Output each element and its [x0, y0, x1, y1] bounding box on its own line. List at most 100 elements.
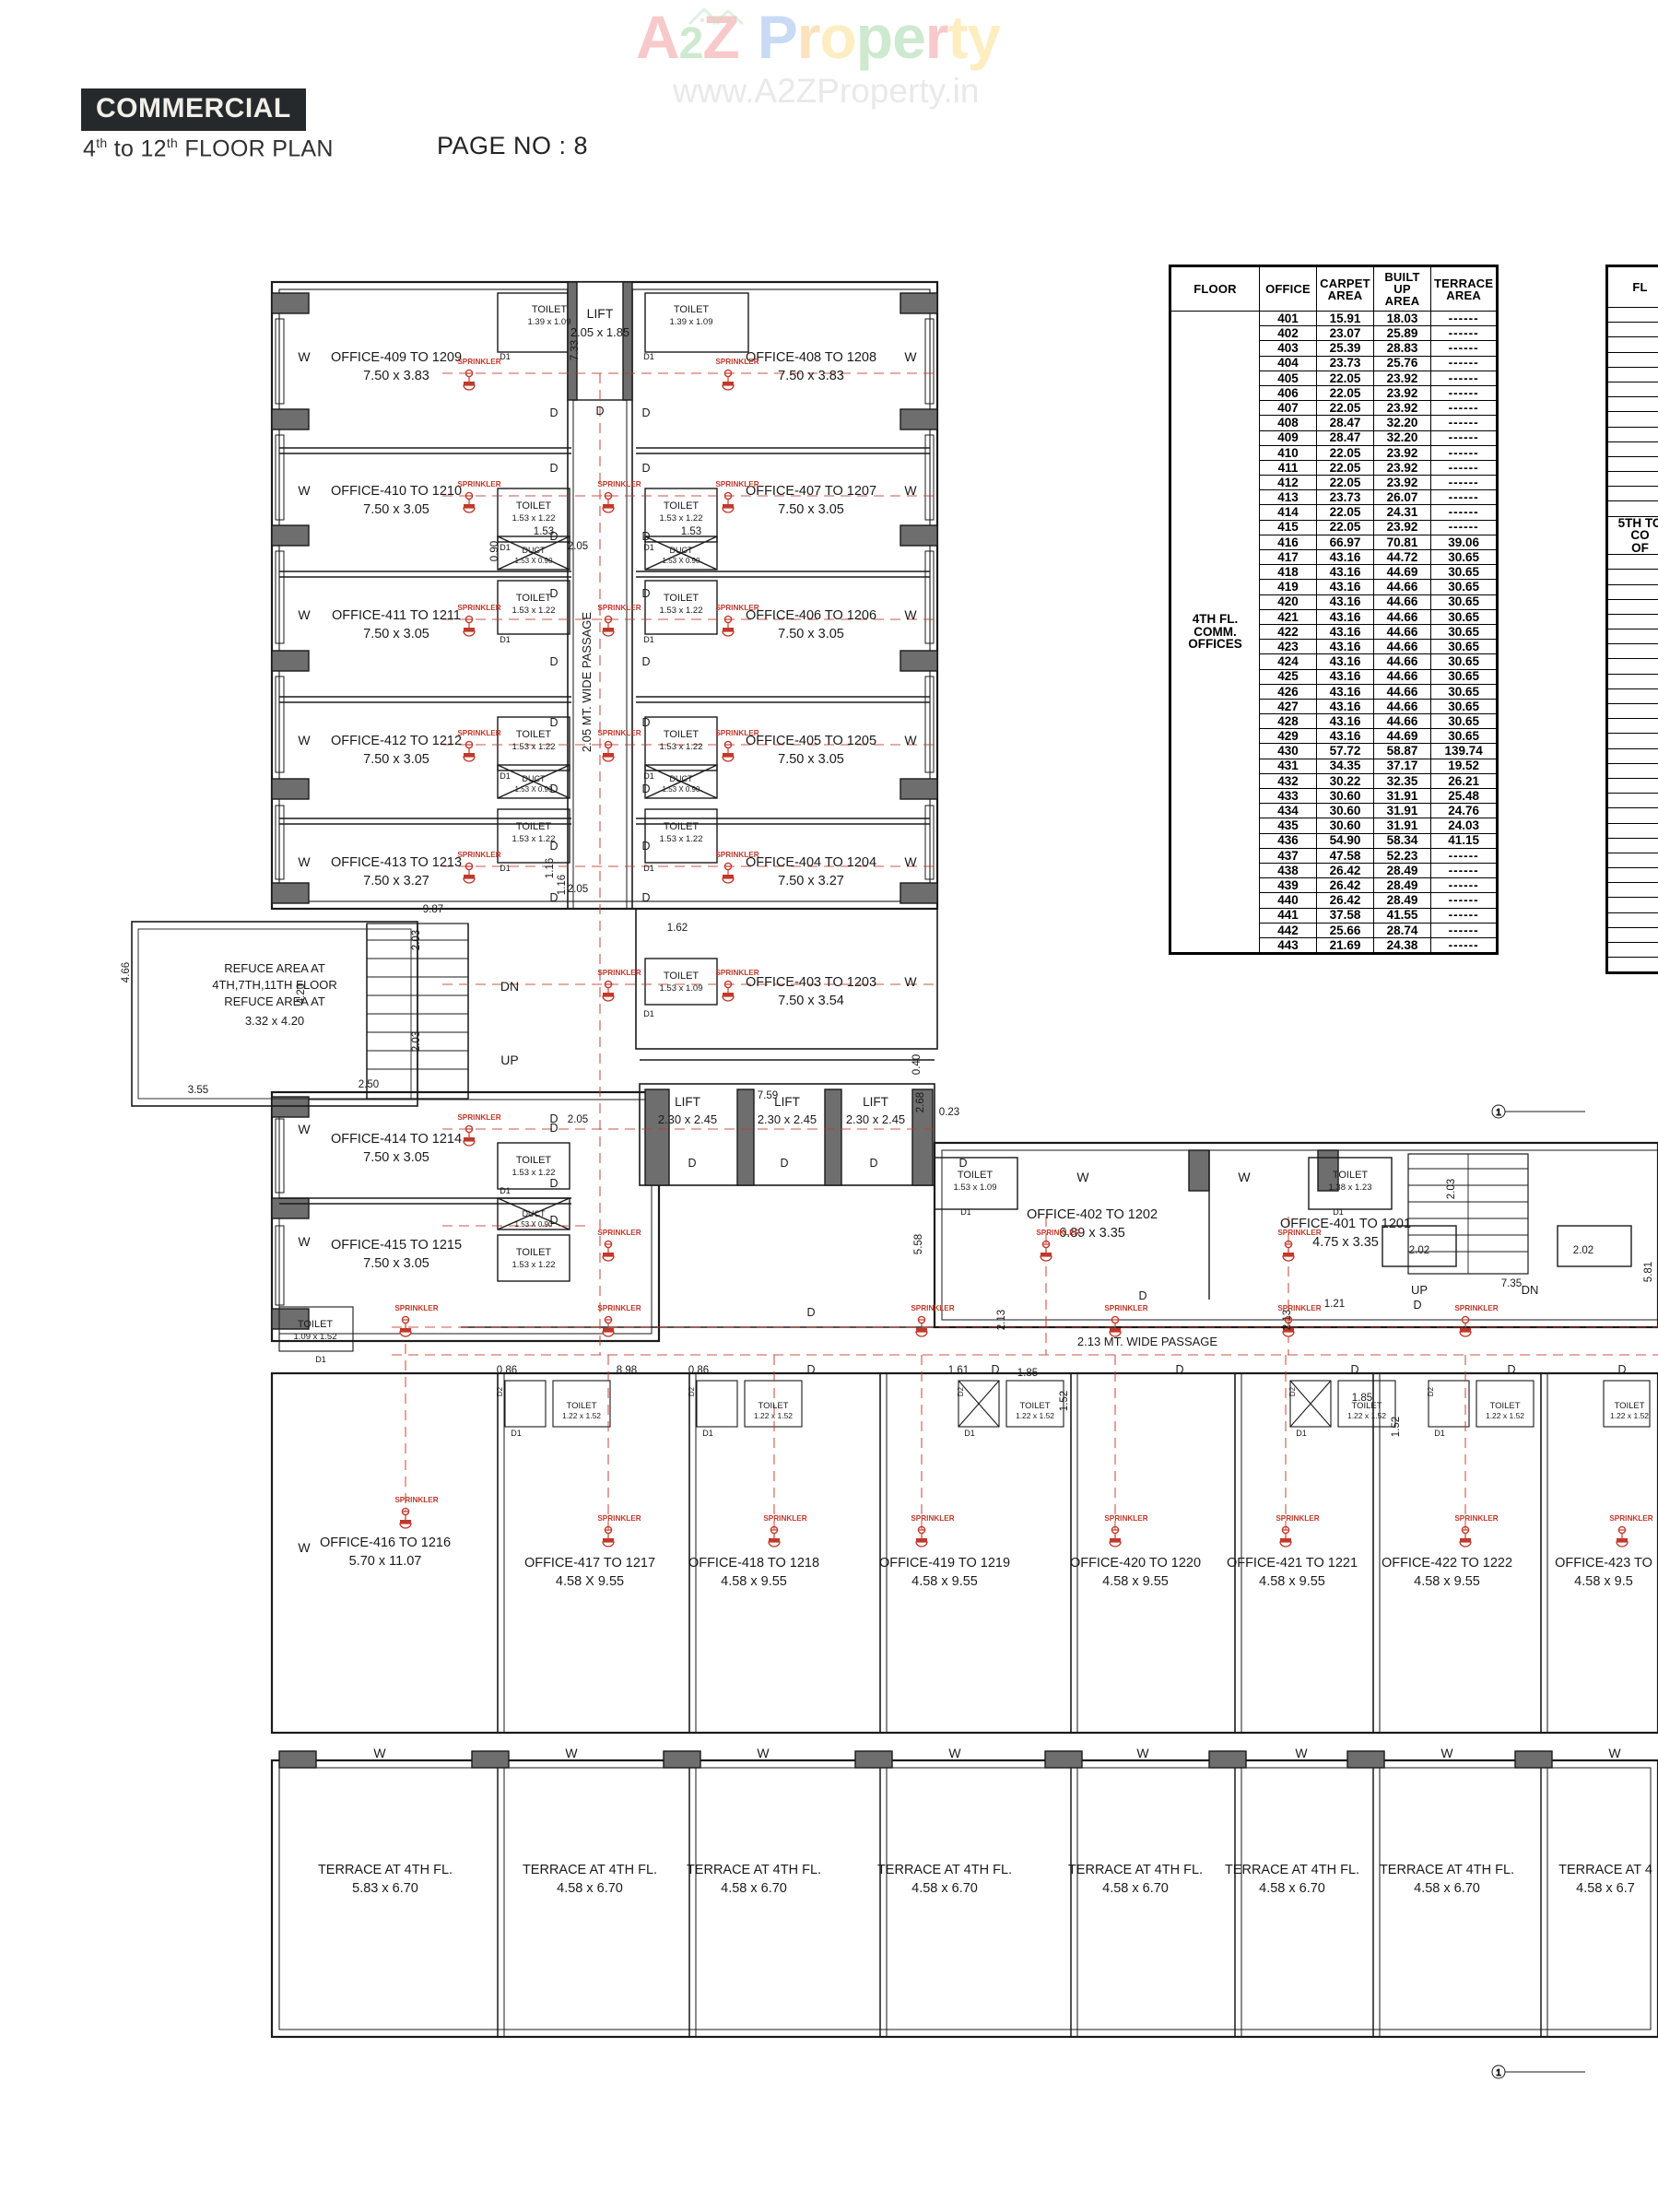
cell-next	[1607, 793, 1658, 809]
cell-carpet-area: 23.73	[1316, 489, 1374, 506]
dimension-0: 7.33	[570, 340, 581, 360]
cell-office: 434	[1259, 803, 1317, 819]
header-terrace-l2: AREA	[1446, 288, 1481, 302]
cell-next	[1607, 867, 1658, 884]
cell-terrace-area: 30.65	[1429, 594, 1498, 610]
cell-office: 431	[1259, 758, 1317, 774]
cell-carpet-area: 54.90	[1316, 832, 1374, 849]
cell-terrace-area: 26.21	[1429, 772, 1498, 790]
header-terrace-area: TERRACE AREA	[1429, 266, 1498, 312]
sprinkler-label-23: SPRINKLER	[1036, 1229, 1079, 1237]
office-label-right-2-dim: 7.50 x 3.05	[778, 627, 844, 641]
cell-carpet-area: 22.05	[1316, 519, 1374, 535]
dimension-19: 1.61	[948, 1365, 969, 1376]
duct-small-1: D2	[688, 1386, 696, 1396]
window-marker-21: W	[1295, 1746, 1308, 1760]
cell-office: 407	[1259, 400, 1317, 417]
cell-next	[1607, 500, 1658, 517]
cell-office: 432	[1259, 772, 1317, 790]
office-label-left-0-dim: 7.50 x 3.83	[363, 369, 429, 383]
cell-next	[1607, 411, 1658, 428]
toilet-dim-11: 1.53 x 1.22	[512, 1260, 555, 1270]
door-marker-19: D	[549, 1112, 558, 1125]
cell-next	[1607, 396, 1658, 413]
cell-terrace-area: ------	[1429, 384, 1498, 402]
door-d1-marker-3: D1	[643, 543, 654, 552]
table-row-next	[1607, 793, 1658, 809]
dimension-30: 1.52	[1391, 1417, 1402, 1437]
svg-text:1: 1	[1496, 1108, 1501, 1118]
cell-carpet-area: 25.39	[1316, 340, 1374, 357]
cell-next	[1607, 688, 1658, 705]
door-marker-22: D	[780, 1157, 788, 1170]
sprinkler-label-12: SPRINKLER	[715, 851, 758, 859]
cell-terrace-area: ------	[1429, 340, 1498, 357]
floor-group-line: COMM.	[1194, 624, 1237, 639]
duct-dim-2: 1.53 X 0.90	[515, 785, 553, 794]
door-d1-marker-19: D1	[315, 1355, 326, 1364]
svg-text:1: 1	[1496, 2068, 1501, 2078]
window-marker-22: W	[1440, 1746, 1453, 1760]
cell-next	[1607, 941, 1658, 959]
cell-carpet-area: 21.69	[1316, 936, 1374, 954]
cell-next	[1607, 629, 1658, 645]
table-row-next	[1607, 629, 1658, 645]
cell-terrace-area: ------	[1429, 907, 1498, 924]
cell-office: 401	[1259, 310, 1317, 327]
window-marker-1: W	[298, 483, 311, 498]
table-row-next	[1607, 926, 1658, 944]
table-row-next	[1607, 583, 1658, 600]
cell-office: 410	[1259, 444, 1317, 461]
dimension-5: 4.20	[296, 983, 307, 1004]
office-label-bottom-3-name: OFFICE-419 TO 1219	[879, 1556, 1010, 1571]
cell-terrace-area: 39.06	[1429, 534, 1498, 551]
door-d1-marker-5: D1	[643, 635, 654, 644]
door-marker-12: D	[641, 587, 650, 600]
door-marker-7: D	[549, 840, 558, 853]
cell-terrace-area: 24.76	[1429, 803, 1498, 819]
cell-carpet-area: 26.42	[1316, 892, 1374, 909]
office-label-bottom-5-dim: 4.58 x 9.55	[1259, 1574, 1325, 1589]
toilet-label-10: TOILET	[516, 1155, 552, 1166]
cell-terrace-area: 30.65	[1429, 683, 1498, 700]
table-row-next	[1607, 762, 1658, 779]
office-label-bottom-4-dim: 4.58 x 9.55	[1102, 1574, 1169, 1589]
cell-builtup-area: 37.17	[1373, 758, 1431, 774]
cell-office: 404	[1259, 355, 1317, 371]
cell-terrace-area: 30.65	[1429, 564, 1498, 581]
cell-builtup-area: 32.20	[1373, 429, 1431, 446]
dimension-24: 7.35	[1501, 1278, 1522, 1289]
cell-builtup-area: 31.91	[1373, 818, 1431, 834]
cell-office: 439	[1259, 877, 1317, 894]
toilet-bottom-dim-4: 1.22 x 1.52	[1486, 1411, 1524, 1420]
window-marker-6: W	[298, 1234, 311, 1249]
office-label-left-4-name: OFFICE-413 TO 1213	[331, 855, 462, 870]
cell-builtup-area: 44.66	[1373, 713, 1431, 730]
table-row-next	[1607, 643, 1658, 660]
table-row-next	[1607, 598, 1658, 615]
toilet-dim-2: 1.53 x 1.22	[512, 513, 555, 524]
cell-terrace-area: 25.48	[1429, 787, 1498, 805]
office-label-bottom-3-dim: 4.58 x 9.55	[911, 1574, 978, 1589]
table-row-next	[1607, 500, 1658, 517]
horizontal-passage-label: 2.13 MT. WIDE PASSAGE	[1077, 1335, 1218, 1348]
dimension-1: 2.05	[568, 541, 588, 552]
cell-builtup-area: 70.81	[1373, 534, 1431, 551]
door-d1-marker-6: D1	[500, 771, 511, 781]
stair-dn-label: DN	[500, 979, 519, 994]
door-marker-10: D	[641, 462, 650, 475]
table-row-next	[1607, 381, 1658, 398]
toilet-dim-3: 1.53 x 1.22	[659, 513, 702, 524]
cell-office: 403	[1259, 340, 1317, 357]
